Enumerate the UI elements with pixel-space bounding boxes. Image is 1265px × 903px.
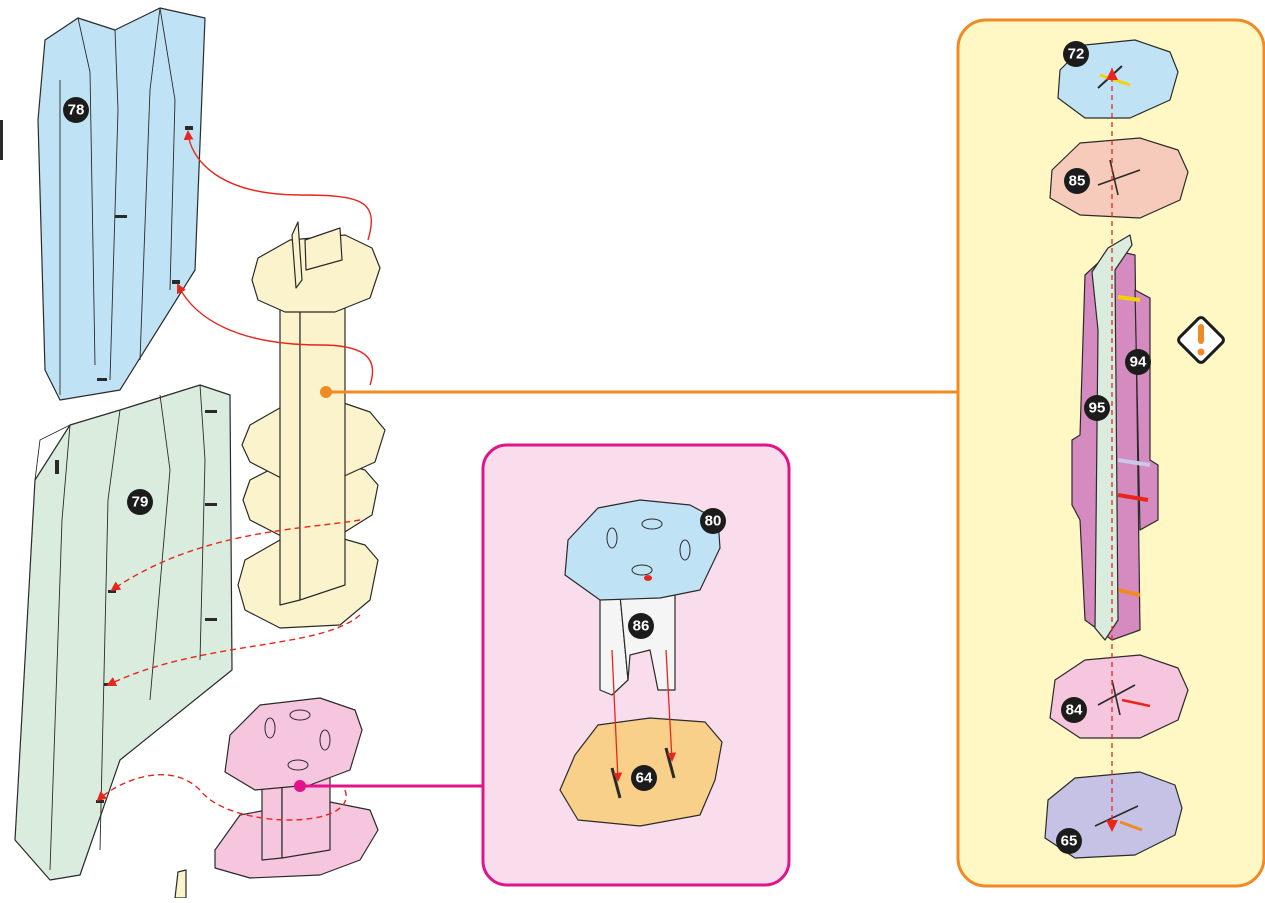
red-arrows-left — [96, 130, 374, 821]
badge-72: 72 — [1063, 41, 1089, 67]
badge-80: 80 — [700, 508, 726, 534]
badge-78: 78 — [63, 97, 89, 123]
label-86: 86 — [633, 618, 650, 635]
badge-95: 95 — [1084, 395, 1110, 421]
warning-diamond-icon — [1177, 316, 1225, 364]
orange-inset: 94 95 72 85 84 6 — [956, 18, 1265, 888]
badge-65: 65 — [1056, 828, 1082, 854]
label-79: 79 — [132, 494, 149, 511]
orange-leader — [320, 386, 958, 398]
pink-leader — [294, 780, 483, 792]
badge-84: 84 — [1061, 697, 1087, 723]
pink-assembly — [214, 697, 379, 879]
badge-86: 86 — [628, 613, 654, 639]
label-80: 80 — [705, 513, 722, 530]
cream-edge-fragment — [174, 869, 187, 899]
label-95: 95 — [1089, 400, 1106, 417]
label-78: 78 — [68, 102, 85, 119]
badge-94: 94 — [1125, 349, 1151, 375]
cream-tower — [237, 221, 386, 629]
panel-79: 79 — [14, 384, 233, 881]
label-64: 64 — [636, 770, 653, 787]
edge-mark — [0, 120, 3, 160]
badge-64: 64 — [631, 765, 657, 791]
label-94: 94 — [1130, 354, 1147, 371]
badge-79: 79 — [127, 489, 153, 515]
badge-85: 85 — [1064, 168, 1090, 194]
label-85: 85 — [1069, 173, 1086, 190]
label-65: 65 — [1061, 833, 1078, 850]
panel-78: 78 — [37, 7, 206, 401]
pink-inset: 86 80 64 — [481, 443, 791, 887]
label-84: 84 — [1066, 702, 1083, 719]
label-72: 72 — [1068, 46, 1085, 63]
